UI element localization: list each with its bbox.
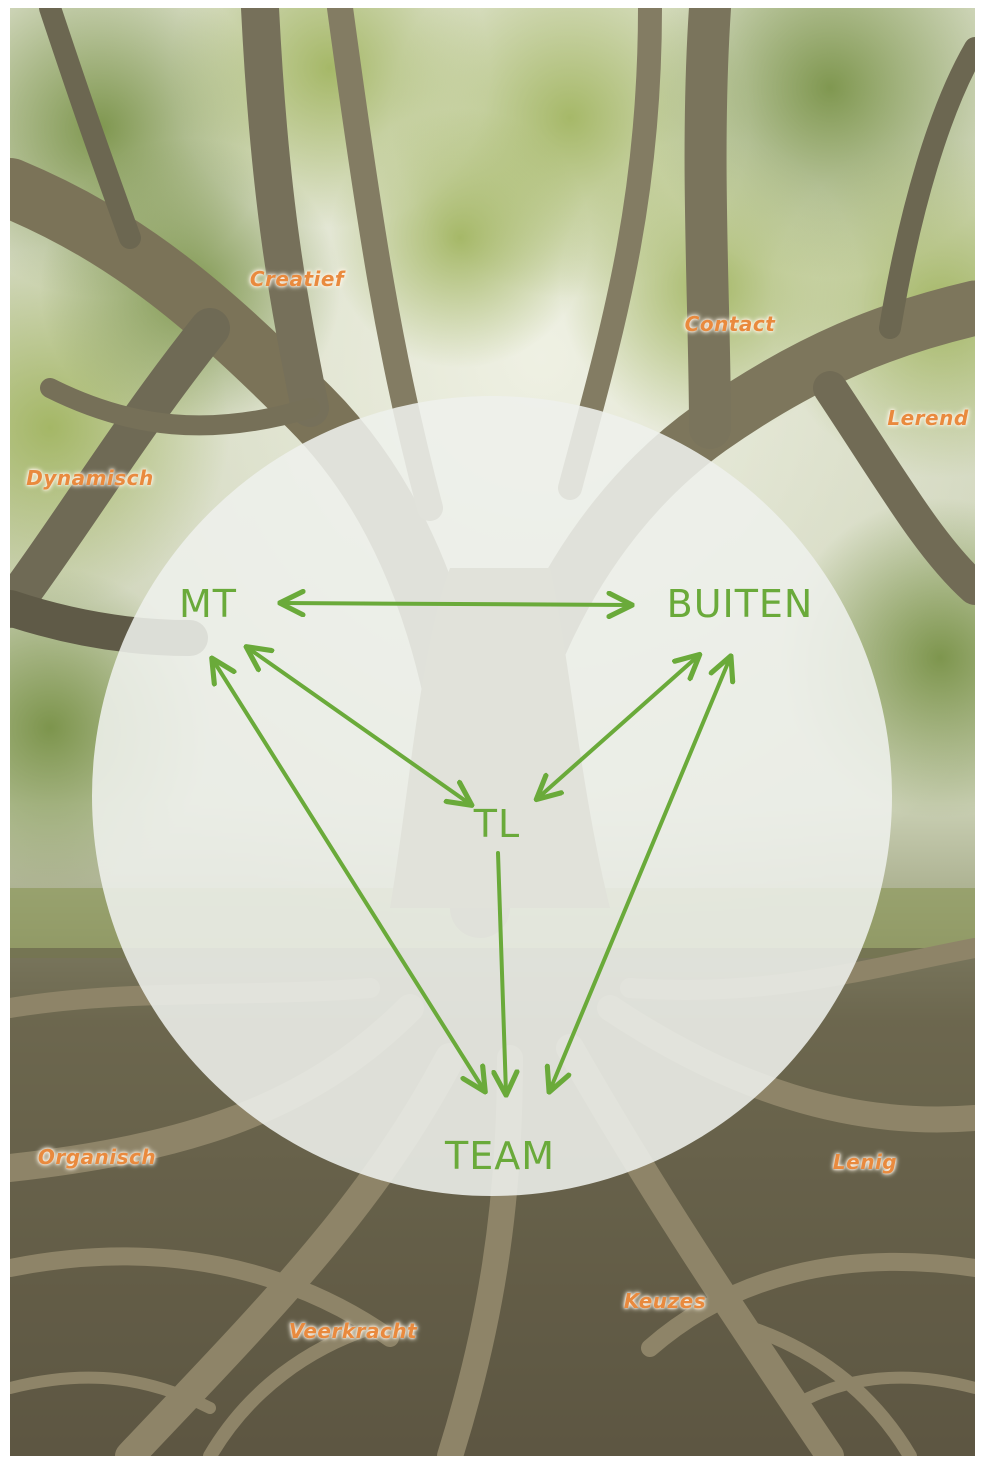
keyword-lenig: Lenig bbox=[833, 1150, 897, 1174]
node-tl: TL bbox=[474, 802, 520, 846]
keyword-dynamisch: Dynamisch bbox=[26, 466, 154, 490]
keyword-organisch: Organisch bbox=[38, 1145, 156, 1169]
arrow-mt-buiten bbox=[282, 603, 630, 605]
diagram-canvas: MT BUITEN TL TEAM Creatief Contact Leren… bbox=[10, 8, 975, 1456]
node-buiten: BUITEN bbox=[667, 582, 814, 626]
keyword-creatief: Creatief bbox=[250, 267, 344, 291]
node-team: TEAM bbox=[445, 1134, 555, 1178]
node-mt: MT bbox=[179, 582, 237, 626]
keyword-lerend: Lerend bbox=[887, 406, 968, 430]
keyword-keuzes: Keuzes bbox=[624, 1289, 706, 1313]
center-circle bbox=[92, 396, 892, 1196]
keyword-contact: Contact bbox=[685, 312, 776, 336]
keyword-veerkracht: Veerkracht bbox=[289, 1319, 417, 1343]
diagram-overlay bbox=[10, 8, 975, 1456]
